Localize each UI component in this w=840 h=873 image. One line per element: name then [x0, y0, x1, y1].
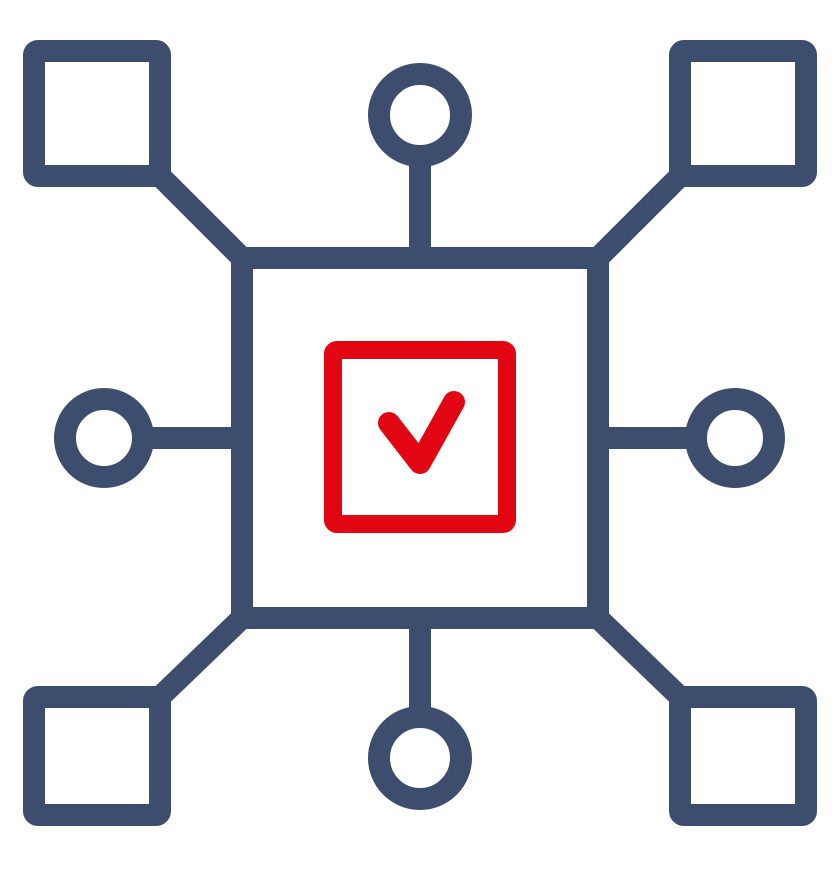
- corner-square-bottom-right: [669, 686, 817, 826]
- connector-bottom-right: [587, 607, 691, 708]
- checkmark-icon: [378, 391, 465, 474]
- connector-top-left: [149, 165, 253, 269]
- hub-square: [231, 247, 609, 629]
- corner-square-bottom-left: [23, 686, 171, 826]
- circle-node-left: [54, 388, 154, 488]
- circle-node-top: [368, 63, 472, 167]
- connector-top-right: [587, 165, 691, 269]
- checkbox-box: [324, 341, 516, 533]
- corner-square-top-left: [23, 40, 171, 187]
- corner-square-top-right: [669, 40, 817, 187]
- circle-node-right: [685, 388, 785, 488]
- connector-bottom-left: [149, 607, 253, 708]
- circle-node-bottom: [368, 706, 472, 810]
- checkbox-checked-icon: [324, 341, 516, 533]
